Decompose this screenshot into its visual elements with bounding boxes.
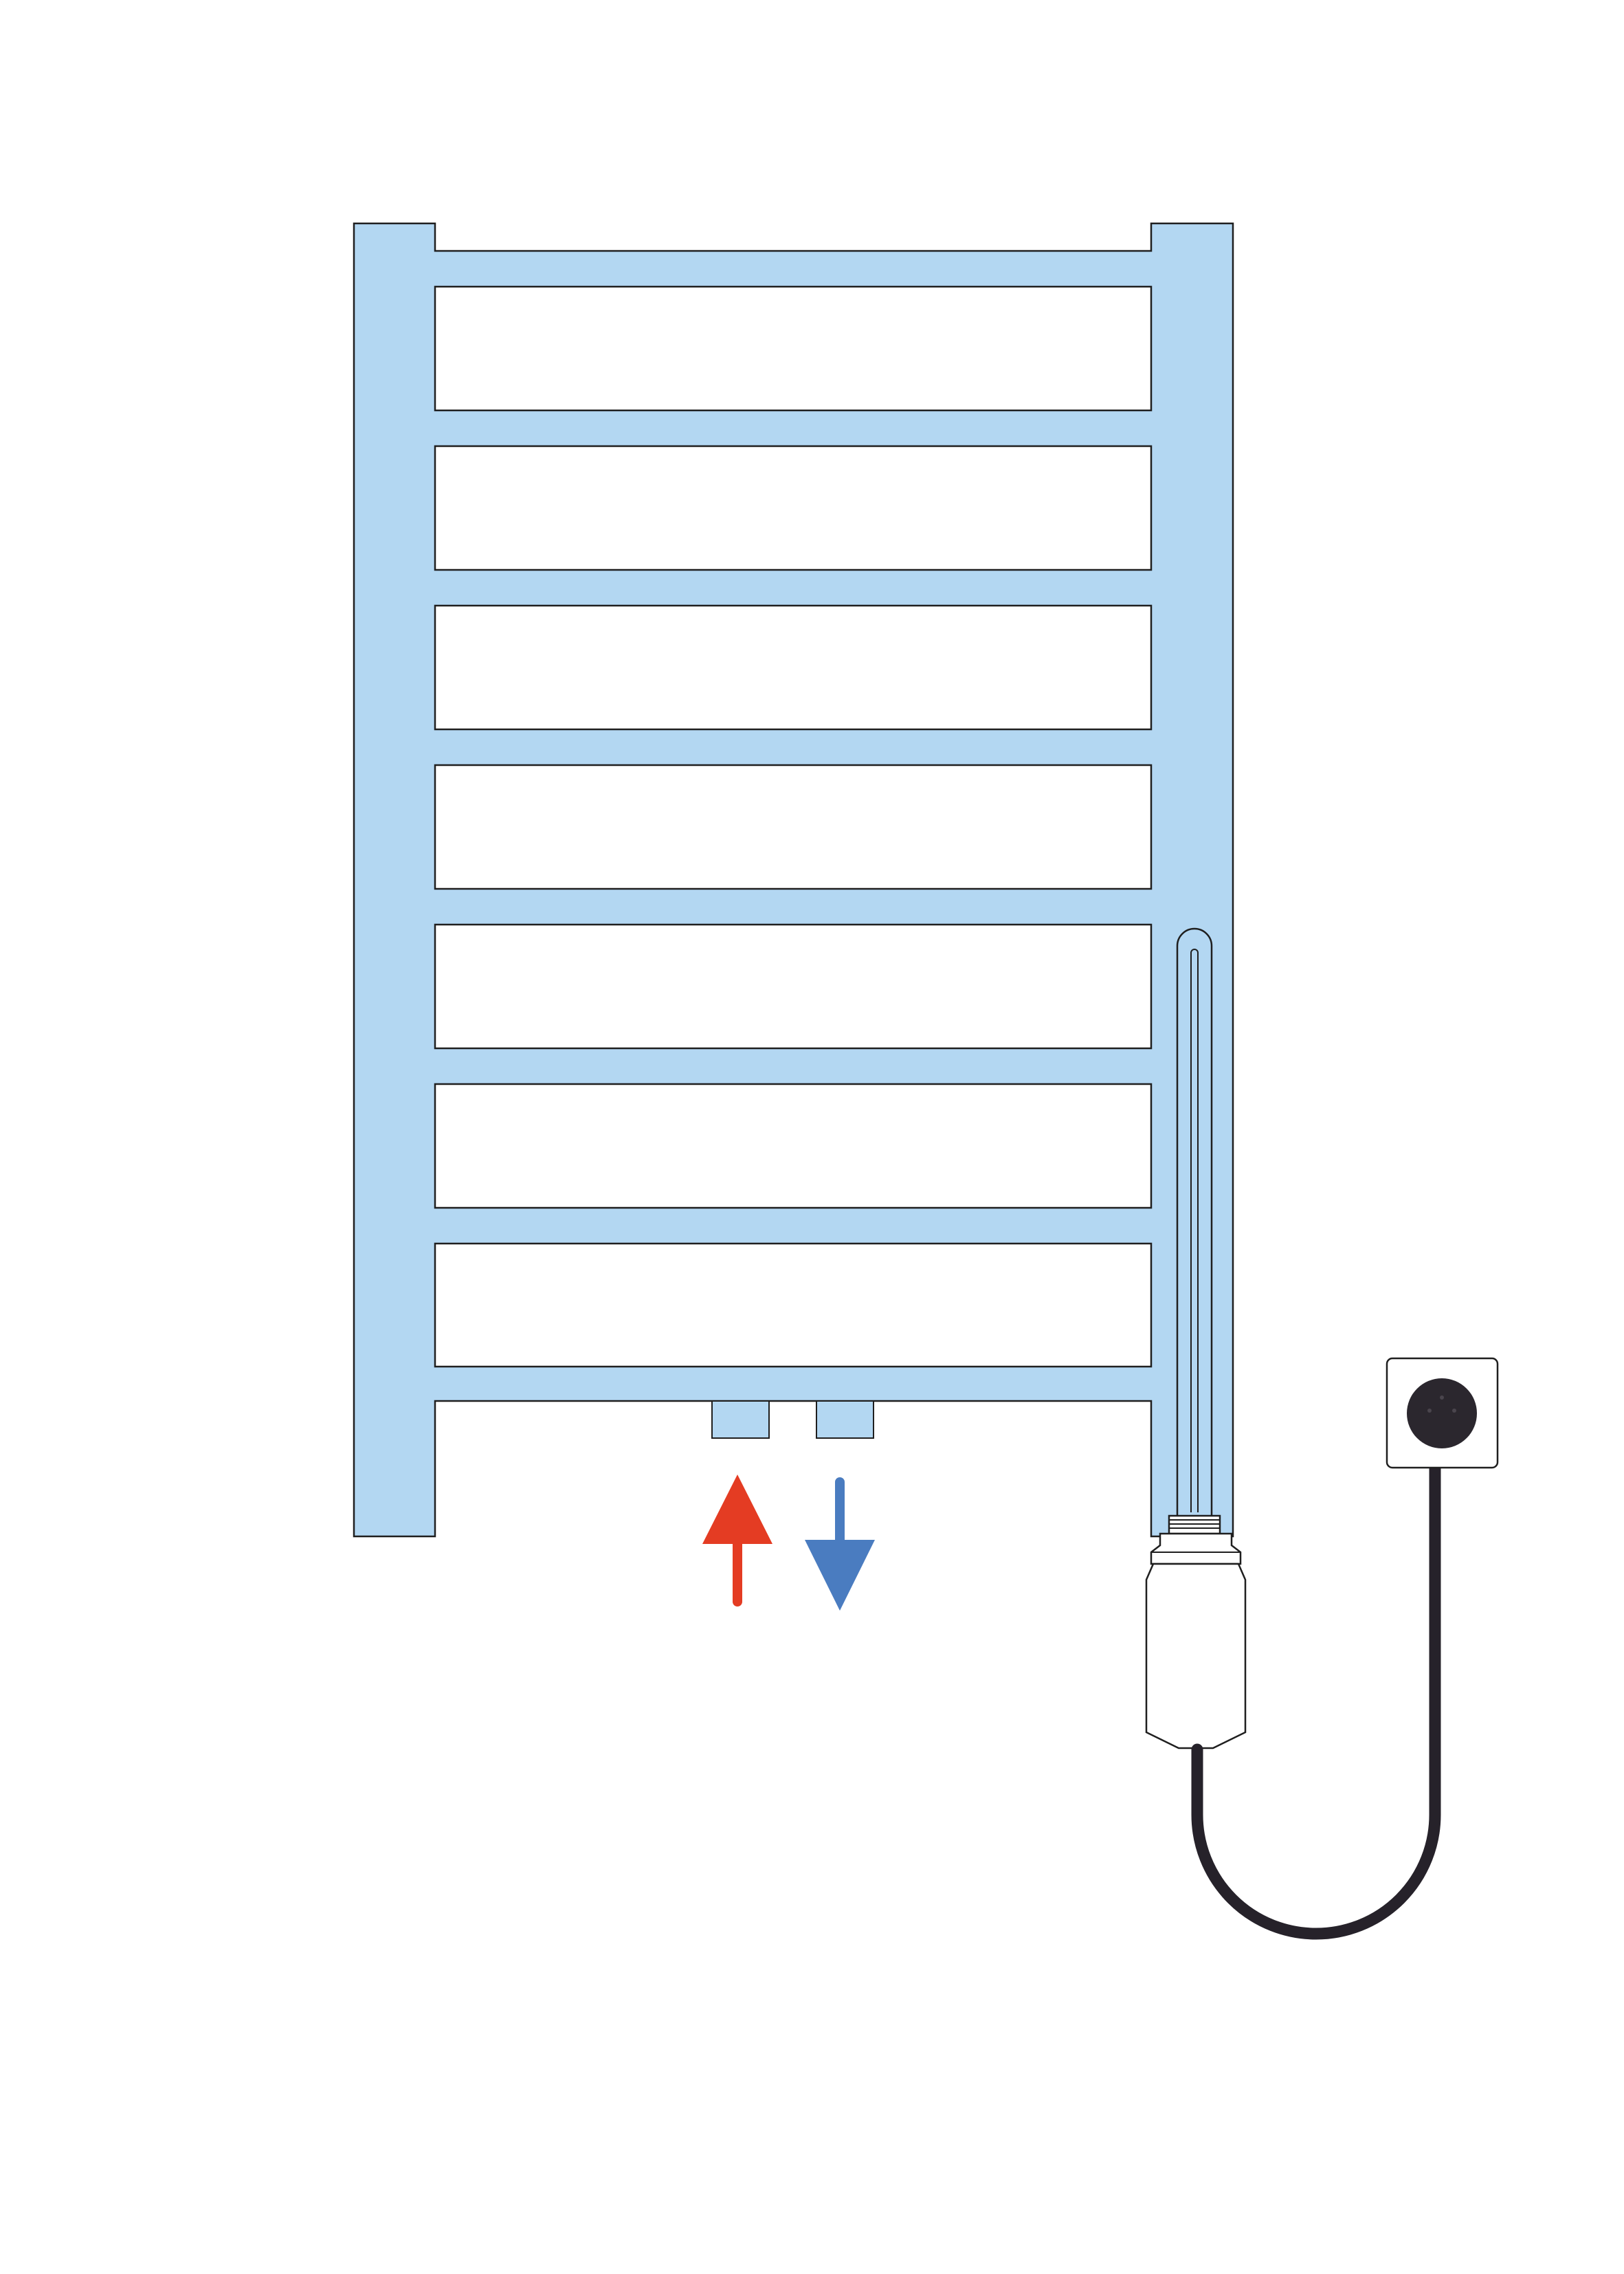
plug-face <box>1407 1378 1477 1448</box>
power-cable <box>1191 1436 1441 1940</box>
supply-flow-arrow <box>702 1475 772 1607</box>
flow-up-arrow-icon <box>702 1475 772 1544</box>
heating-element-inner-rod <box>1190 949 1199 1512</box>
plug-pin-icon <box>1427 1409 1432 1413</box>
control-unit <box>1145 1532 1247 1749</box>
thermostat-control-unit <box>1145 1563 1247 1749</box>
plug-pin-icon <box>1452 1409 1456 1413</box>
heating-element-rod <box>1176 927 1213 1516</box>
wall-socket <box>1386 1357 1499 1469</box>
heating-element <box>1168 927 1221 1535</box>
return-flow-arrow <box>805 1477 875 1611</box>
supply-pipe-stub <box>711 1400 770 1439</box>
threaded-connector <box>1168 1514 1221 1535</box>
control-unit-neck <box>1150 1532 1242 1565</box>
return-pipe-stub <box>816 1400 874 1439</box>
radiator <box>353 222 1234 1538</box>
flow-down-arrow-icon <box>805 1540 875 1611</box>
radiator-frame <box>353 222 1234 1538</box>
plug-pin-icon <box>1440 1395 1444 1400</box>
